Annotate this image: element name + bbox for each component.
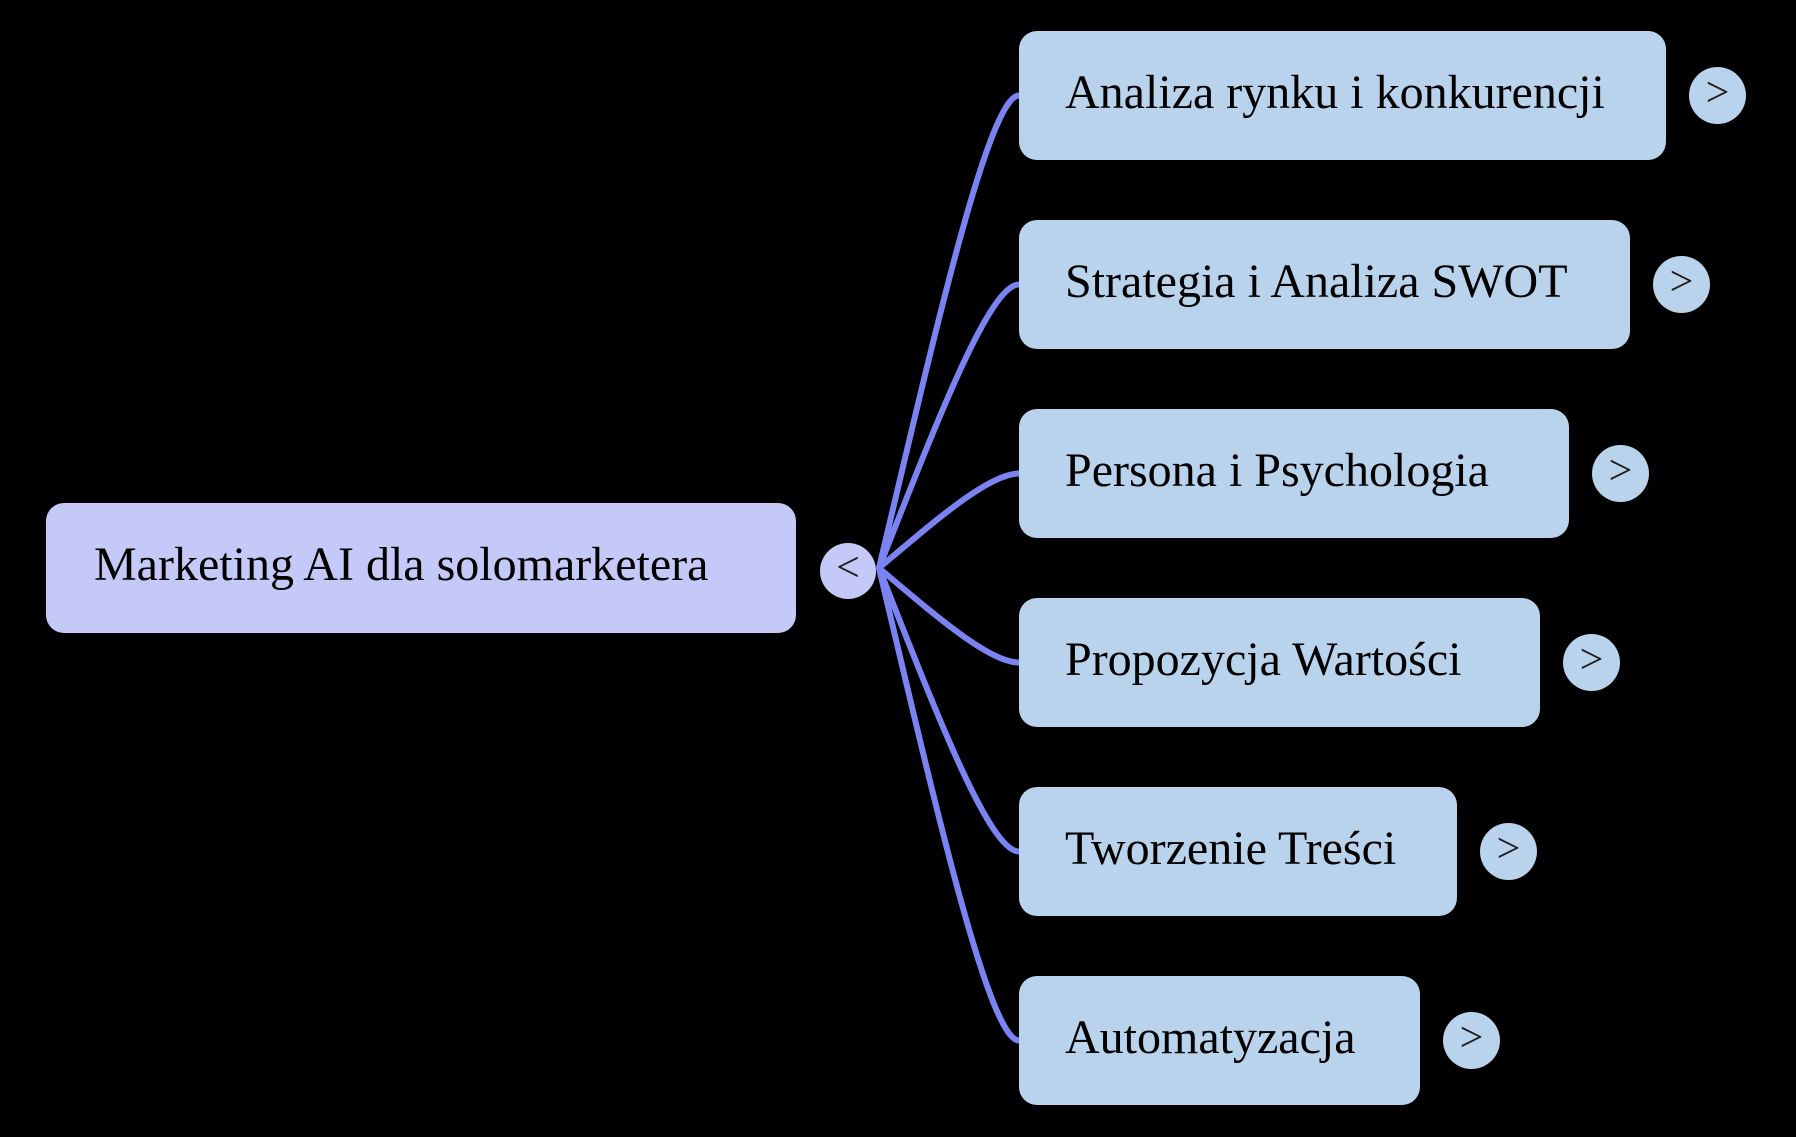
- connector-line-tworzenie-tresci: [876, 565, 1022, 855]
- child-node-label: Analiza rynku i konkurencji: [1065, 65, 1605, 119]
- expand-chevron-icon: >: [1669, 258, 1694, 305]
- child-node-label: Tworzenie Treści: [1065, 821, 1397, 875]
- child-node-strategia-i-analiza-swot[interactable]: Strategia i Analiza SWOT: [1019, 220, 1630, 349]
- connector-line-persona-i-psychologia: [876, 470, 1022, 571]
- connector-line-propozycja-wartosci: [876, 565, 1022, 666]
- root-node-label: Marketing AI dla solomarketera: [94, 538, 709, 591]
- root-node-marketing-ai[interactable]: Marketing AI dla solomarketera: [46, 503, 796, 633]
- collapse-chevron-icon: <: [836, 545, 860, 591]
- root-collapse-button[interactable]: <: [820, 543, 876, 599]
- expand-chevron-icon: >: [1459, 1014, 1484, 1061]
- child-node-analiza-rynku-i-konkurencji[interactable]: Analiza rynku i konkurencji: [1019, 31, 1666, 160]
- child-node-tworzenie-tresci[interactable]: Tworzenie Treści: [1019, 787, 1457, 916]
- expand-chevron-icon: >: [1579, 636, 1604, 683]
- expand-chevron-icon: >: [1496, 825, 1521, 872]
- connector-line-strategia-i-analiza-swot: [876, 281, 1022, 571]
- child-node-persona-i-psychologia[interactable]: Persona i Psychologia: [1019, 409, 1569, 538]
- expand-button-analiza-rynku-i-konkurencji[interactable]: >: [1689, 67, 1746, 124]
- child-node-label: Persona i Psychologia: [1065, 443, 1489, 497]
- expand-button-tworzenie-tresci[interactable]: >: [1480, 823, 1537, 880]
- expand-chevron-icon: >: [1608, 447, 1633, 494]
- connector-line-automatyzacja: [876, 565, 1022, 1044]
- expand-button-automatyzacja[interactable]: >: [1443, 1012, 1500, 1069]
- expand-button-propozycja-wartosci[interactable]: >: [1563, 634, 1620, 691]
- child-node-label: Automatyzacja: [1065, 1010, 1356, 1064]
- expand-chevron-icon: >: [1705, 69, 1730, 116]
- connector-line-analiza-rynku-i-konkurencji: [876, 92, 1022, 571]
- child-node-label: Propozycja Wartości: [1065, 632, 1462, 686]
- child-node-label: Strategia i Analiza SWOT: [1065, 254, 1568, 308]
- expand-button-strategia-i-analiza-swot[interactable]: >: [1653, 256, 1710, 313]
- child-node-automatyzacja[interactable]: Automatyzacja: [1019, 976, 1420, 1105]
- expand-button-persona-i-psychologia[interactable]: >: [1592, 445, 1649, 502]
- child-node-propozycja-wartosci[interactable]: Propozycja Wartości: [1019, 598, 1540, 727]
